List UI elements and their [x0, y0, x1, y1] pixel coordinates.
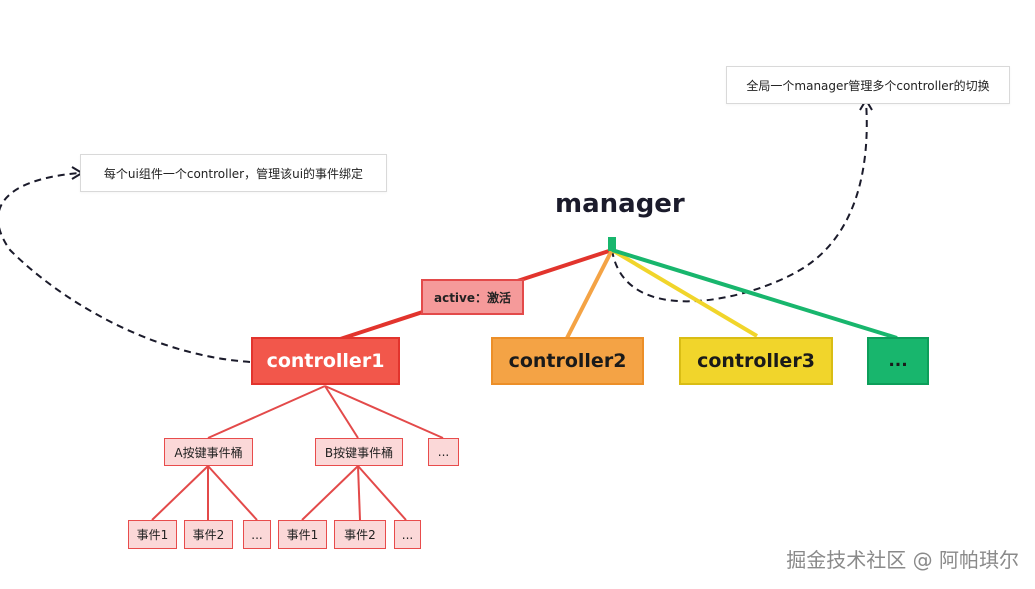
manager-note: 全局一个manager管理多个controller的切换 [726, 66, 1010, 104]
event-a-more-node: ... [243, 520, 271, 549]
edge-manager-ellipsis [611, 248, 898, 340]
active-badge: active：激活 [421, 279, 524, 315]
edge-c1-bucket-more [324, 385, 444, 439]
event-b-more-node: ... [394, 520, 421, 549]
manager-title: manager [555, 189, 685, 219]
edge-c1-bucket-b [324, 385, 359, 439]
edge-b-event2 [357, 465, 361, 521]
bucket-b-node: B按键事件桶 [315, 438, 403, 466]
edge-a-more [207, 465, 258, 521]
event-a2-node: 事件2 [184, 520, 233, 549]
edge-b-event1 [301, 465, 359, 521]
dashed-arrow-manager-note [611, 101, 868, 303]
dashed-arrow-controller-note [0, 172, 251, 363]
edge-manager-controller2 [565, 249, 614, 339]
controller-more-node: ... [867, 337, 929, 385]
controller2-node: controller2 [491, 337, 644, 385]
edge-c1-bucket-a [207, 385, 326, 439]
event-b1-node: 事件1 [278, 520, 327, 549]
event-b2-node: 事件2 [334, 520, 386, 549]
bucket-more-node: ... [428, 438, 459, 466]
watermark: 掘金技术社区 @ 阿帕琪尔 [786, 548, 1019, 572]
controller3-node: controller3 [679, 337, 833, 385]
event-a1-node: 事件1 [128, 520, 177, 549]
edge-a-event1 [151, 465, 209, 521]
manager-anchor [608, 237, 616, 251]
controller1-node: controller1 [251, 337, 400, 385]
bucket-a-node: A按键事件桶 [164, 438, 253, 466]
edge-b-more [357, 465, 407, 521]
edge-manager-controller3 [610, 248, 759, 338]
controller-note: 每个ui组件一个controller，管理该ui的事件绑定 [80, 154, 387, 192]
